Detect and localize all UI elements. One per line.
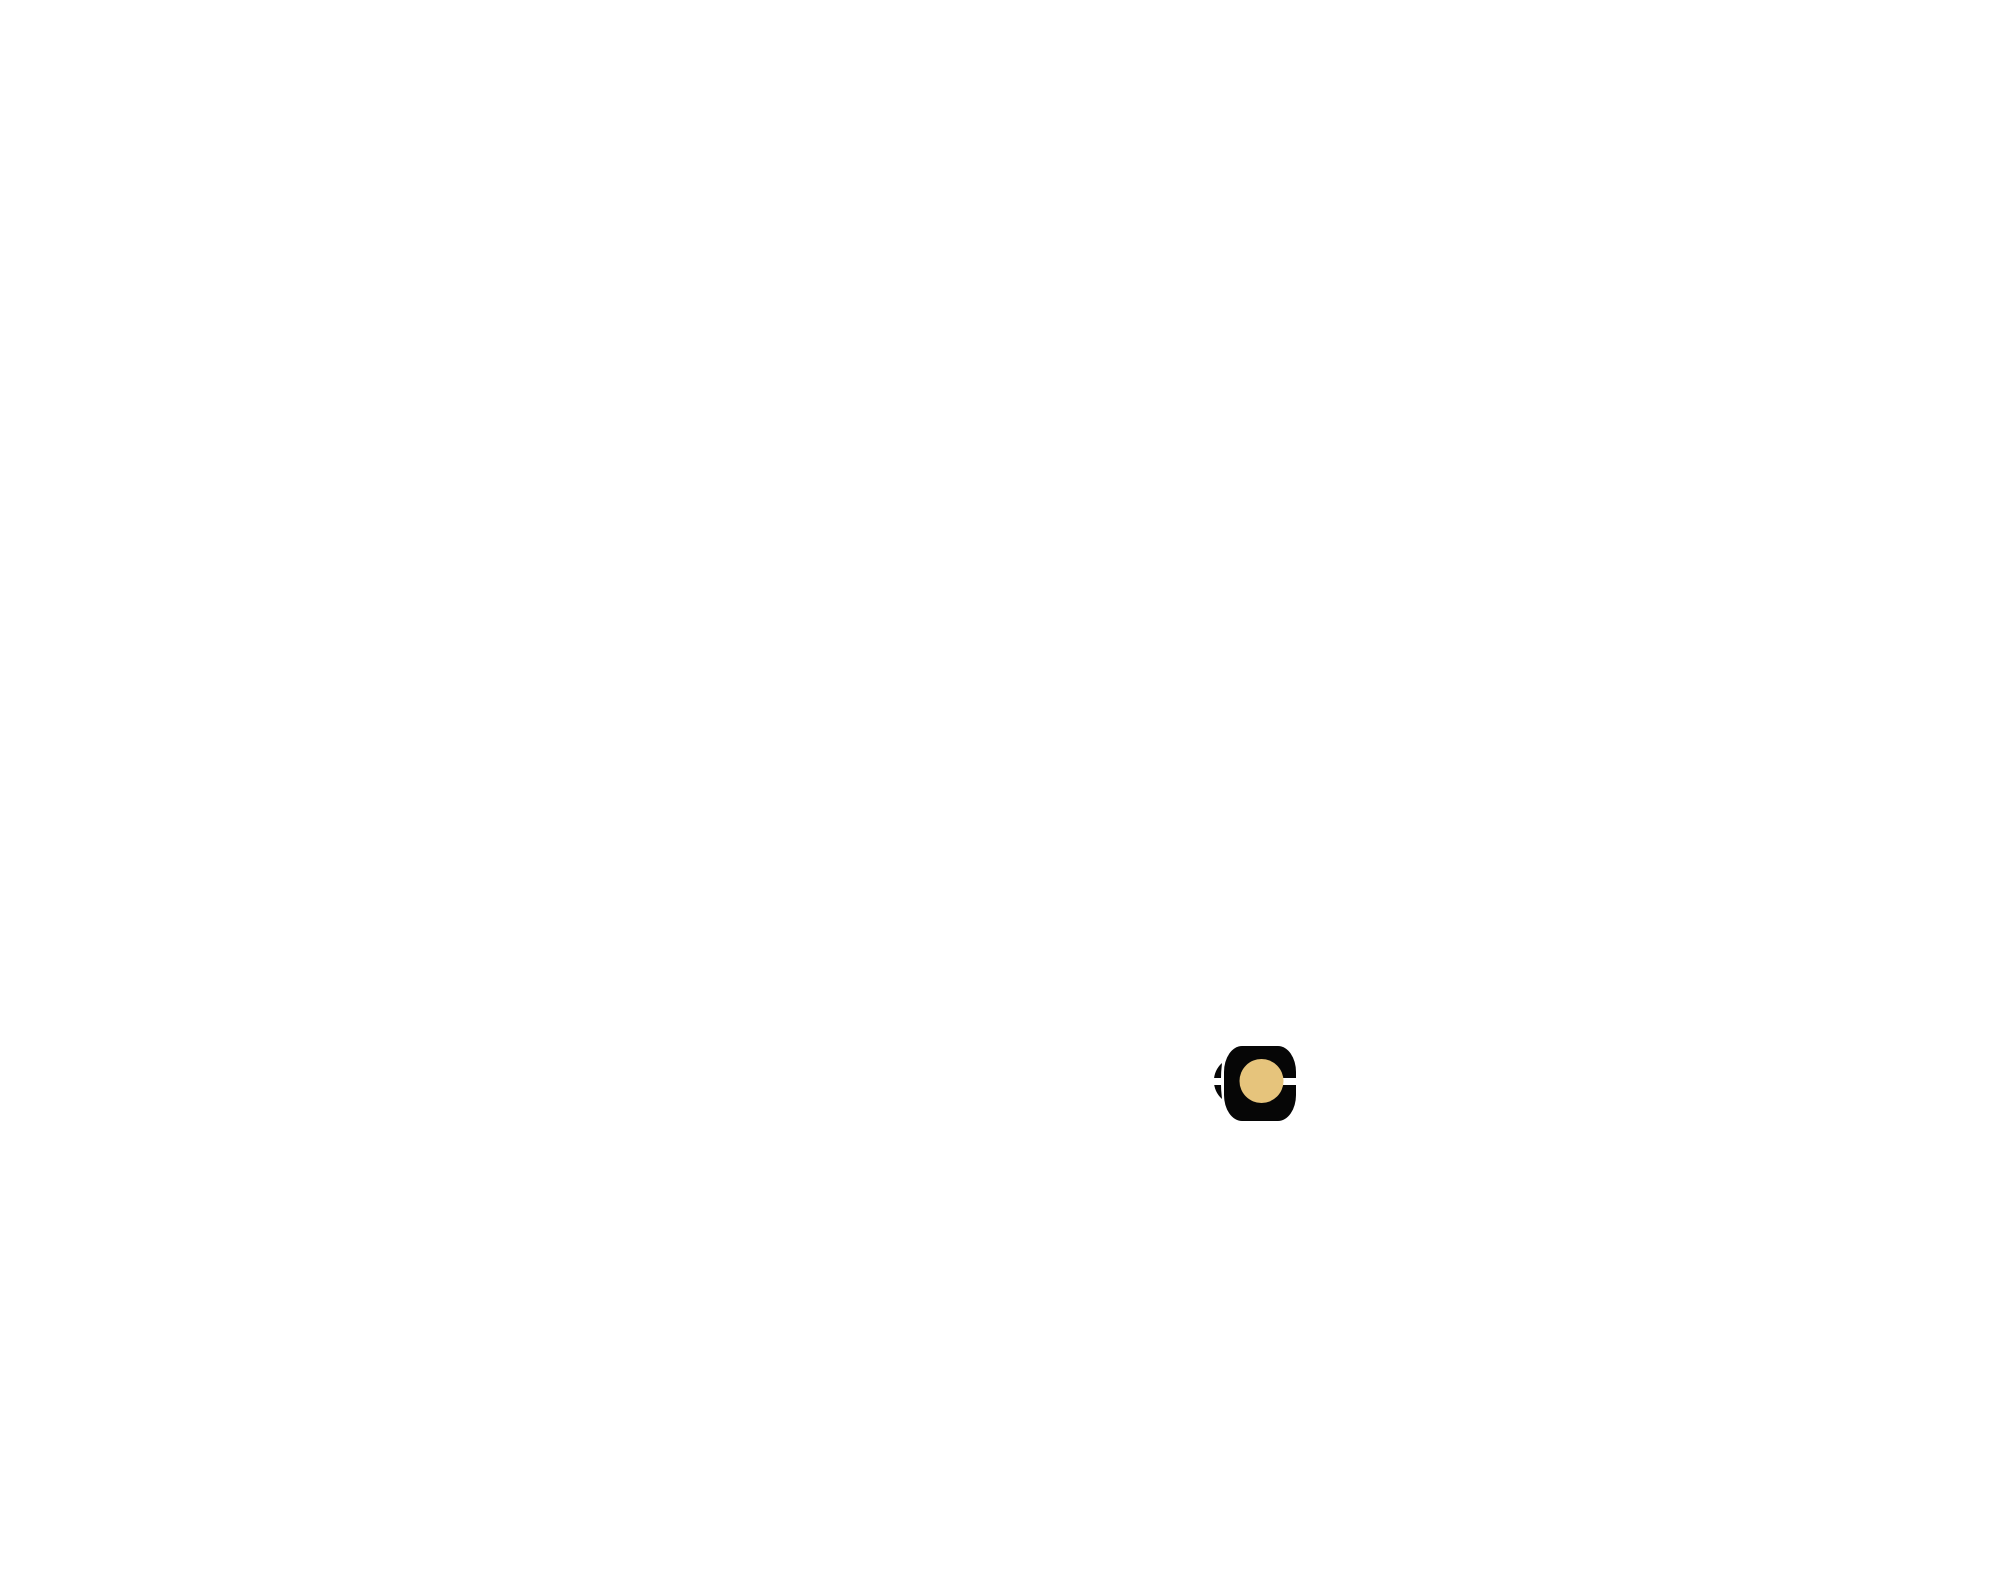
app-logo-graphic <box>1204 1046 1301 1121</box>
app-logo <box>1204 1042 1304 1126</box>
left-slit <box>1204 1078 1224 1085</box>
gold-circle-icon <box>1239 1059 1284 1103</box>
right-slit <box>1282 1078 1301 1085</box>
